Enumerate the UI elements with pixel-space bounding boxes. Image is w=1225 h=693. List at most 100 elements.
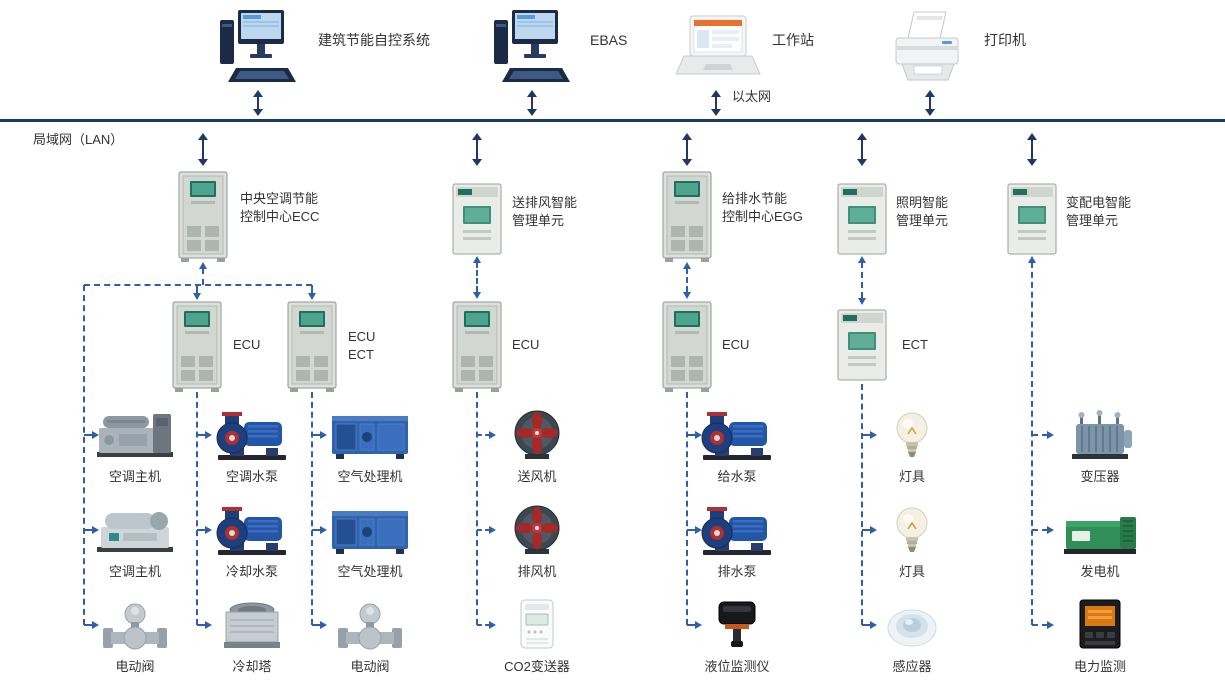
device-label: 电力监测 [1073, 659, 1126, 674]
printer-node [884, 8, 972, 88]
arrowhead [858, 298, 866, 305]
device-label: 电动阀 [350, 659, 390, 674]
floor-cabinet-icon [286, 300, 338, 392]
arrowhead [858, 256, 866, 263]
device-label: 空调主机 [108, 564, 161, 579]
device-node: 排风机 [495, 503, 579, 580]
control-center-label: 管理单元 [896, 213, 949, 228]
device-label: 空调主机 [108, 469, 161, 484]
workstation-node-bms [212, 6, 304, 90]
arrowhead [683, 262, 691, 269]
wall-cabinet-icon [836, 306, 888, 384]
workstation-label: 工作站 [772, 32, 814, 48]
desktop-computer-icon [212, 6, 304, 90]
dashed-connector [477, 624, 490, 626]
device-label: 空气处理机 [337, 564, 403, 579]
dashed-connector [312, 624, 321, 626]
control-center-label: 变配电智能 [1066, 195, 1132, 210]
arrowhead [92, 431, 99, 439]
device-node: 变压器 [1058, 408, 1142, 485]
dashed-connector [311, 392, 313, 625]
device-node: 电动阀 [328, 598, 412, 675]
dashed-connector [861, 262, 863, 298]
field-controller-label: ECU [348, 329, 376, 344]
floor-cabinet-icon [171, 300, 223, 392]
arrowhead [1047, 621, 1054, 629]
field-controller-ect [836, 306, 888, 384]
device-node: 空气处理机 [328, 408, 412, 485]
lan-label: 局域网（LAN） [33, 132, 124, 147]
device-node: 发电机 [1058, 503, 1142, 580]
link-arrow [711, 90, 721, 116]
wall-cabinet-icon [451, 182, 503, 256]
dashed-connector [686, 268, 688, 292]
ethernet-label: 以太网 [732, 89, 772, 104]
wall-cabinet-icon [836, 182, 888, 256]
device-node: 冷却塔 [210, 598, 294, 675]
dashed-connector [202, 268, 204, 285]
dashed-connector [83, 285, 85, 625]
fan-icon [495, 503, 579, 557]
fan-icon [495, 408, 579, 462]
occupancy-sensor-icon [870, 598, 954, 652]
field-controller-label: ECT [348, 347, 374, 362]
arrowhead [695, 621, 702, 629]
dashed-connector [476, 392, 478, 625]
workstation-label: 打印机 [984, 32, 1026, 48]
device-node: 电力监测 [1058, 598, 1142, 675]
arrowhead [683, 292, 691, 299]
dashed-connector [84, 529, 93, 531]
field-controller-label: ECU [722, 337, 750, 352]
link-arrow [472, 133, 482, 166]
chiller-icon [93, 503, 177, 557]
control-center-label: 中央空调节能 [240, 191, 319, 206]
arrowhead [320, 526, 327, 534]
device-label: 冷却水泵 [225, 564, 278, 579]
dashed-connector [686, 392, 688, 625]
arrowhead [308, 293, 316, 300]
control-center-fan-unit [451, 182, 503, 256]
level-monitor-icon [695, 598, 779, 652]
device-node: 排水泵 [695, 503, 779, 580]
arrowhead [1028, 256, 1036, 263]
pump-icon [695, 408, 779, 462]
dashed-connector [477, 529, 490, 531]
chiller-icon [93, 408, 177, 462]
control-center-egg [661, 170, 713, 262]
field-controller-label: ECU [233, 337, 261, 352]
floor-cabinet-icon [661, 170, 713, 262]
arrowhead [92, 526, 99, 534]
arrowhead [205, 526, 212, 534]
arrowhead [205, 431, 212, 439]
device-label: 电动阀 [115, 659, 155, 674]
arrowhead [870, 621, 877, 629]
lan-bus-line [0, 119, 1225, 122]
dashed-connector [687, 624, 696, 626]
link-arrow [253, 90, 263, 116]
dashed-connector [197, 529, 206, 531]
motor-valve-icon [328, 598, 412, 652]
lamp-icon [870, 408, 954, 462]
pump-icon [210, 503, 294, 557]
arrowhead [473, 256, 481, 263]
device-label: 变压器 [1080, 469, 1120, 484]
control-center-power [1006, 182, 1058, 256]
air-handler-icon [328, 408, 412, 462]
control-center-label: 管理单元 [1066, 213, 1119, 228]
dashed-connector [312, 529, 321, 531]
device-label: 空调水泵 [225, 469, 278, 484]
dashed-connector [1031, 262, 1033, 625]
device-node: 灯具 [870, 503, 954, 580]
arrowhead [489, 526, 496, 534]
control-center-label: 照明智能 [896, 195, 949, 210]
dashed-connector [84, 434, 93, 436]
transformer-icon [1058, 408, 1142, 462]
arrowhead [92, 621, 99, 629]
arrowhead [1047, 526, 1054, 534]
device-label: 发电机 [1080, 564, 1120, 579]
device-node: 送风机 [495, 408, 579, 485]
air-handler-icon [328, 503, 412, 557]
generator-icon [1058, 503, 1142, 557]
arrowhead [695, 431, 702, 439]
